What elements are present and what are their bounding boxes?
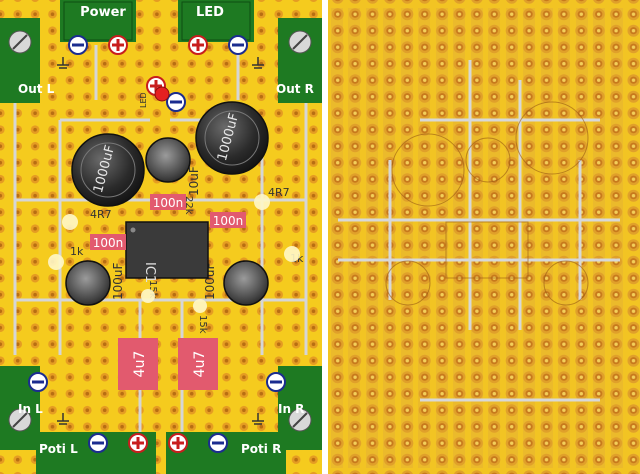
capacitor-100n-left-label: 100n bbox=[93, 236, 124, 250]
label-led: LED bbox=[196, 5, 224, 20]
resistor-4r7-left: 4R7 bbox=[90, 208, 112, 221]
capacitor-100n-left bbox=[90, 234, 126, 250]
capacitor-small-right bbox=[223, 260, 269, 306]
led-icon bbox=[154, 86, 170, 102]
minus-icon bbox=[88, 433, 108, 453]
label-poti-l: Poti L bbox=[39, 442, 78, 456]
capacitor-small-center bbox=[145, 137, 191, 183]
minus-icon bbox=[68, 35, 88, 55]
back-component-outlines bbox=[385, 101, 589, 306]
capacitor-small-center-label: 10uF bbox=[187, 166, 201, 196]
resistor-4r7-right: 4R7 bbox=[268, 186, 290, 199]
resistor-1k-left: 1k bbox=[70, 245, 84, 258]
capacitor-100n-right-label: 100n bbox=[213, 214, 244, 228]
capacitor-4u7-right bbox=[178, 338, 218, 390]
board-back bbox=[328, 0, 640, 474]
minus-icon bbox=[228, 35, 248, 55]
terminal-power bbox=[60, 0, 136, 42]
led-label: LED bbox=[139, 92, 148, 108]
resistor-15k-left: 15k bbox=[147, 280, 158, 299]
resistor-15k-right: 15k bbox=[197, 315, 208, 334]
label-out-r: Out R bbox=[276, 82, 314, 96]
ic-chip bbox=[125, 221, 209, 279]
capacitor-small-left bbox=[65, 260, 111, 306]
label-out-l: Out L bbox=[18, 82, 55, 96]
label-in-r: In R bbox=[278, 402, 304, 416]
capacitor-large-right bbox=[195, 101, 269, 175]
capacitor-100n-right bbox=[210, 212, 246, 228]
ground-icon bbox=[57, 57, 264, 425]
terminal-led bbox=[178, 0, 254, 42]
plus-icon bbox=[128, 433, 148, 453]
capacitor-large-left bbox=[71, 133, 145, 207]
minus-icon bbox=[28, 372, 48, 392]
polarity-markers bbox=[28, 35, 286, 453]
minus-icon bbox=[166, 92, 186, 112]
plus-icon bbox=[108, 35, 128, 55]
plus-icon bbox=[168, 433, 188, 453]
board-front: Power LED Out L Out R In L bbox=[0, 0, 322, 474]
label-power: Power bbox=[80, 5, 126, 20]
minus-icon bbox=[208, 433, 228, 453]
terminal-out-l bbox=[0, 18, 40, 103]
ic-label: IC1 bbox=[142, 262, 157, 283]
capacitor-4u7-left-label: 4u7 bbox=[132, 351, 148, 378]
component-pads bbox=[48, 194, 300, 313]
capacitor-small-left-label: 100uF bbox=[111, 262, 125, 300]
capacitor-4u7-right-label: 4u7 bbox=[192, 351, 208, 378]
capacitor-100n-center bbox=[150, 194, 186, 210]
plus-icon bbox=[188, 35, 208, 55]
label-poti-r: Poti R bbox=[241, 442, 281, 456]
board-separator bbox=[322, 0, 328, 474]
resistor-22k: 22k bbox=[183, 196, 194, 215]
minus-icon bbox=[266, 372, 286, 392]
capacitor-4u7-left bbox=[118, 338, 158, 390]
label-in-l: In L bbox=[18, 402, 43, 416]
capacitor-100n-center-label: 100n bbox=[153, 196, 184, 210]
terminal-out-r bbox=[278, 18, 322, 103]
